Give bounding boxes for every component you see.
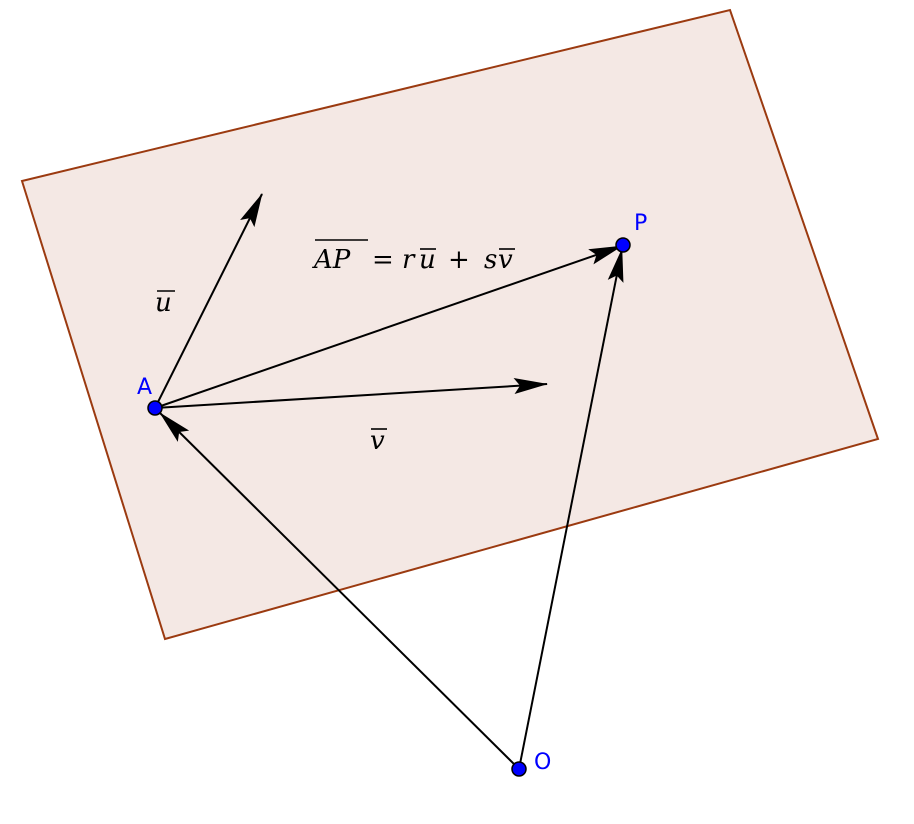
vector-u-label-text: u <box>155 288 172 318</box>
point-p-label: P <box>634 211 647 236</box>
equation-s: s <box>484 245 497 275</box>
equation-u: u <box>419 245 436 275</box>
equation-r: r <box>402 245 416 275</box>
equation-plus: + <box>448 245 470 275</box>
vector-op-arrow <box>518 248 624 770</box>
equation-v: v <box>498 245 513 275</box>
vector-v-label-text: v <box>370 426 385 456</box>
equation: AP = r u + s v <box>312 239 515 275</box>
equation-equals: = <box>372 245 394 275</box>
point-a[interactable] <box>147 400 163 416</box>
point-p[interactable] <box>615 237 631 253</box>
vector-u-label: u <box>155 288 175 318</box>
equation-lhs: AP <box>312 245 351 275</box>
point-o[interactable] <box>511 761 527 777</box>
vector-v-label: v <box>370 426 387 456</box>
vector-v-arrow <box>154 378 548 409</box>
vector-ap-arrow <box>154 245 623 409</box>
vector-oa-arrow <box>159 412 520 770</box>
plane <box>20 8 880 641</box>
vector-u-arrow <box>154 193 263 409</box>
point-a-label: A <box>137 375 152 400</box>
point-o-label: O <box>534 750 551 775</box>
